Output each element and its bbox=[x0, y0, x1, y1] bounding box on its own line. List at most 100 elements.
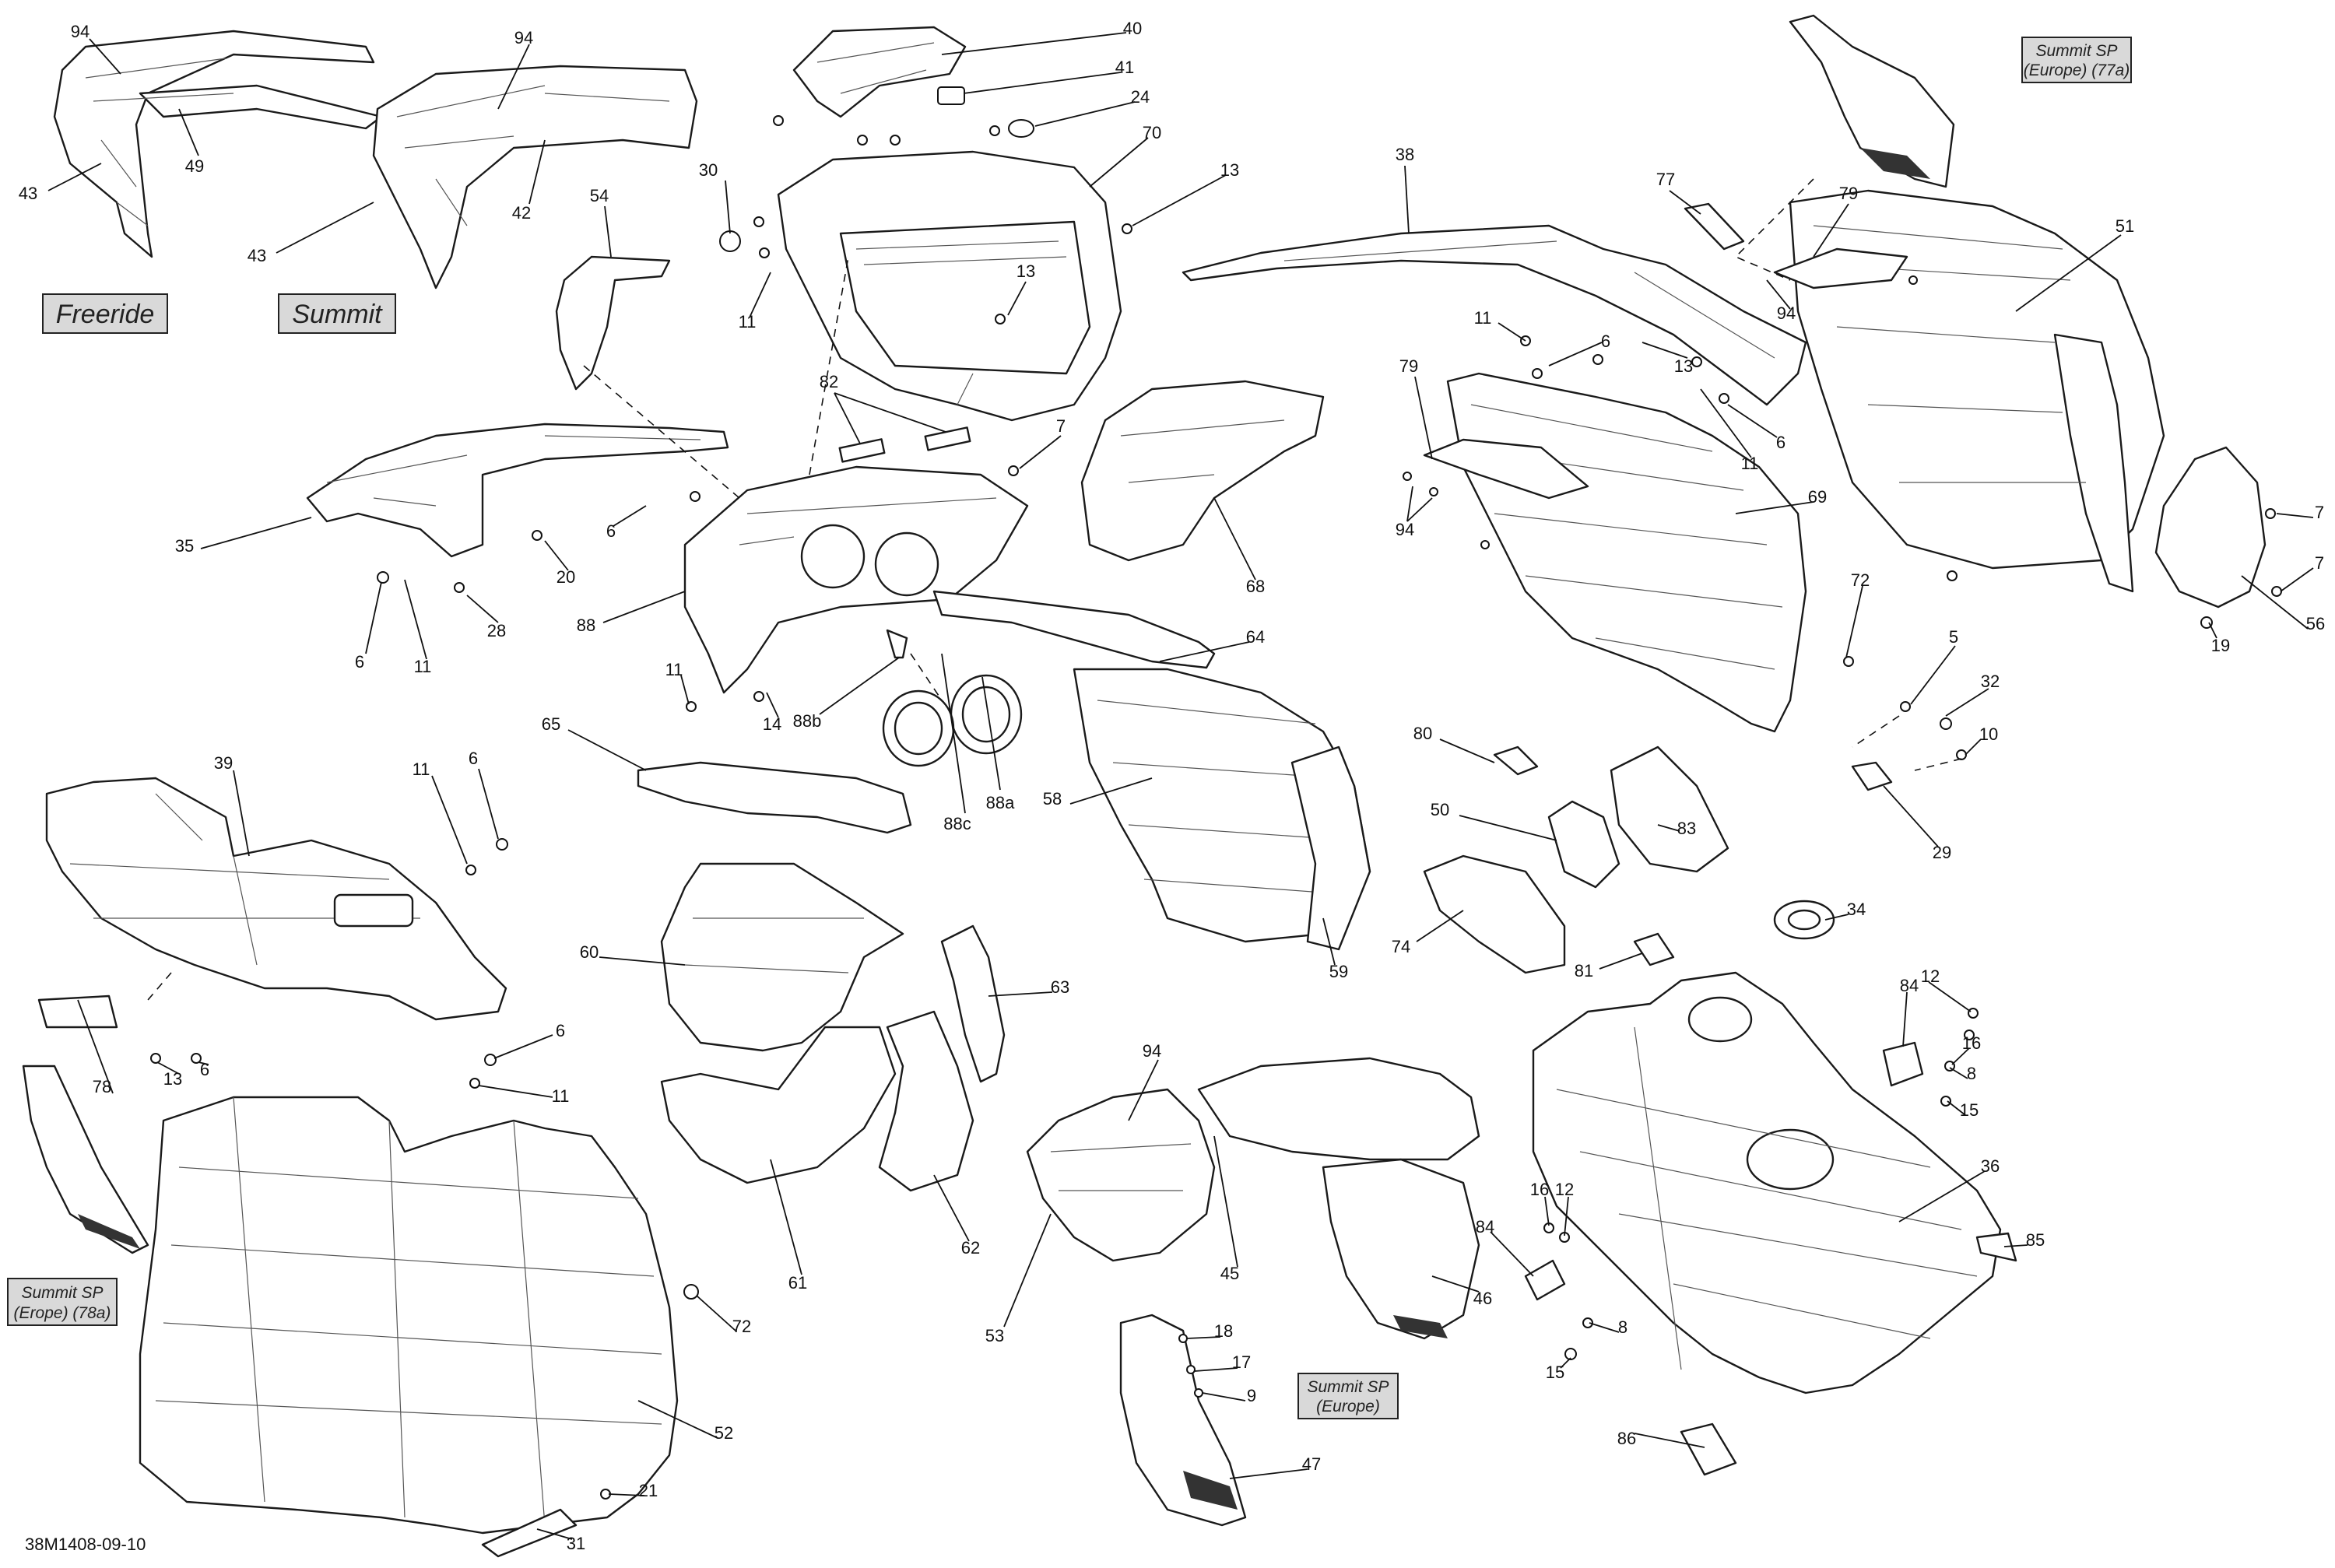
callout-12: 12 bbox=[1921, 966, 1940, 986]
callout-11: 11 bbox=[665, 660, 683, 679]
callout-34: 34 bbox=[1847, 900, 1866, 919]
callout-49: 49 bbox=[185, 156, 204, 176]
box-text-europe-line2: (Europe) bbox=[1316, 1398, 1380, 1415]
assembly-dashed-lines bbox=[147, 178, 1962, 1001]
callout-16: 16 bbox=[1962, 1033, 1981, 1053]
callout-11: 11 bbox=[739, 312, 757, 331]
part-84-latch bbox=[1882, 1041, 1924, 1087]
box-text-europe-line1: Summit SP bbox=[1307, 1378, 1389, 1396]
callout-46: 46 bbox=[1473, 1289, 1492, 1308]
callout-7: 7 bbox=[2315, 503, 2324, 522]
variant-label-summit-sp-europe: Summit SP (Europe) bbox=[1297, 1373, 1399, 1419]
part-46-side-panel bbox=[1322, 1158, 1480, 1340]
callout-11: 11 bbox=[1474, 308, 1492, 328]
part-30-grommet bbox=[719, 230, 741, 252]
callout-8: 8 bbox=[1967, 1064, 1976, 1083]
callout-6: 6 bbox=[355, 652, 364, 672]
leader-lines bbox=[47, 32, 2314, 1540]
callout-19: 19 bbox=[2211, 636, 2230, 655]
part-88b-bulb bbox=[886, 629, 908, 659]
part-53-front-panel bbox=[1026, 1088, 1216, 1262]
callout-80: 80 bbox=[1413, 724, 1432, 743]
part-51-side-panel bbox=[1789, 189, 2165, 593]
callout-17: 17 bbox=[1232, 1352, 1251, 1372]
variant-label-summit: Summit bbox=[278, 293, 396, 334]
callout-30: 30 bbox=[699, 160, 718, 180]
callout-6: 6 bbox=[1601, 331, 1610, 351]
callout-53: 53 bbox=[985, 1326, 1004, 1345]
callout-81: 81 bbox=[1575, 961, 1593, 980]
part-drawings bbox=[22, 14, 2282, 1558]
callout-84: 84 bbox=[1900, 976, 1919, 995]
callout-59: 59 bbox=[1329, 962, 1348, 981]
callout-36: 36 bbox=[1981, 1156, 2000, 1176]
callout-13: 13 bbox=[1017, 261, 1035, 281]
part-40-cover bbox=[792, 26, 967, 118]
callout-11: 11 bbox=[1741, 454, 1759, 473]
variant-label-summit-sp-europe-77a: Summit SP (Europe) (77a) bbox=[2021, 37, 2132, 83]
callout-10: 10 bbox=[1979, 724, 1998, 744]
callout-65: 65 bbox=[542, 714, 560, 734]
callout-15: 15 bbox=[1546, 1363, 1564, 1382]
callout-83: 83 bbox=[1677, 819, 1696, 838]
part-78a-deflector bbox=[22, 1065, 149, 1254]
callout-24: 24 bbox=[1131, 87, 1150, 107]
part-61-panel bbox=[660, 1026, 897, 1184]
callout-14: 14 bbox=[763, 714, 781, 734]
callout-13: 13 bbox=[163, 1069, 182, 1089]
callout-62: 62 bbox=[961, 1238, 980, 1258]
callout-12: 12 bbox=[1555, 1180, 1574, 1199]
part-34-ring bbox=[1773, 900, 1835, 940]
callout-88a: 88a bbox=[986, 793, 1015, 812]
part-50-bracket bbox=[1547, 800, 1620, 889]
callout-88: 88 bbox=[577, 616, 595, 635]
callout-39: 39 bbox=[214, 753, 233, 773]
diagram-reference-code: 38M1408-09-10 bbox=[25, 1535, 146, 1554]
part-freeride-side-panel bbox=[53, 30, 383, 258]
callout-28: 28 bbox=[487, 621, 506, 640]
callout-50: 50 bbox=[1431, 800, 1449, 819]
callout-77: 77 bbox=[1656, 170, 1675, 189]
part-59-panel bbox=[1290, 745, 1371, 951]
part-80-clip bbox=[1493, 745, 1539, 776]
callout-88b: 88b bbox=[793, 711, 822, 731]
part-62-panel bbox=[878, 1010, 974, 1192]
part-83-bracket bbox=[1610, 745, 1729, 873]
callout-85: 85 bbox=[2026, 1230, 2045, 1250]
callout-41: 41 bbox=[1115, 58, 1134, 77]
box-text-77a-line1: Summit SP bbox=[2035, 42, 2117, 60]
part-79-bracket-right bbox=[1773, 247, 1908, 289]
part-summit-side-panel bbox=[372, 65, 698, 289]
part-78-emblem bbox=[37, 994, 118, 1029]
part-41-clip bbox=[937, 86, 965, 105]
callout-94: 94 bbox=[514, 28, 533, 47]
callout-5: 5 bbox=[1949, 627, 1958, 647]
callout-43: 43 bbox=[19, 184, 37, 203]
callout-15: 15 bbox=[1960, 1100, 1979, 1120]
callout-7: 7 bbox=[1056, 416, 1066, 436]
part-24-grommet bbox=[1008, 119, 1034, 138]
part-88c-lens-ring bbox=[882, 689, 955, 767]
part-45-upper-panel bbox=[1197, 1057, 1480, 1161]
callout-54: 54 bbox=[590, 186, 609, 205]
callout-69: 69 bbox=[1808, 487, 1827, 507]
part-85-emblem bbox=[1975, 1232, 2017, 1262]
part-29-clip bbox=[1851, 761, 1893, 791]
callout-40: 40 bbox=[1123, 19, 1142, 38]
part-36-console bbox=[1532, 971, 2002, 1394]
callout-94: 94 bbox=[1143, 1041, 1161, 1061]
callout-72: 72 bbox=[1851, 570, 1870, 590]
part-77-panel bbox=[1684, 202, 1745, 251]
part-65-deflector bbox=[637, 761, 912, 834]
part-35-headlight-bracket bbox=[306, 423, 729, 558]
callout-82: 82 bbox=[820, 372, 838, 391]
callout-42: 42 bbox=[512, 203, 531, 223]
callout-94: 94 bbox=[1396, 520, 1414, 539]
callout-21: 21 bbox=[639, 1481, 658, 1500]
callout-11: 11 bbox=[552, 1086, 570, 1106]
callout-58: 58 bbox=[1043, 789, 1062, 809]
part-38-hood-trim bbox=[1182, 224, 1807, 406]
callout-13: 13 bbox=[1220, 160, 1239, 180]
